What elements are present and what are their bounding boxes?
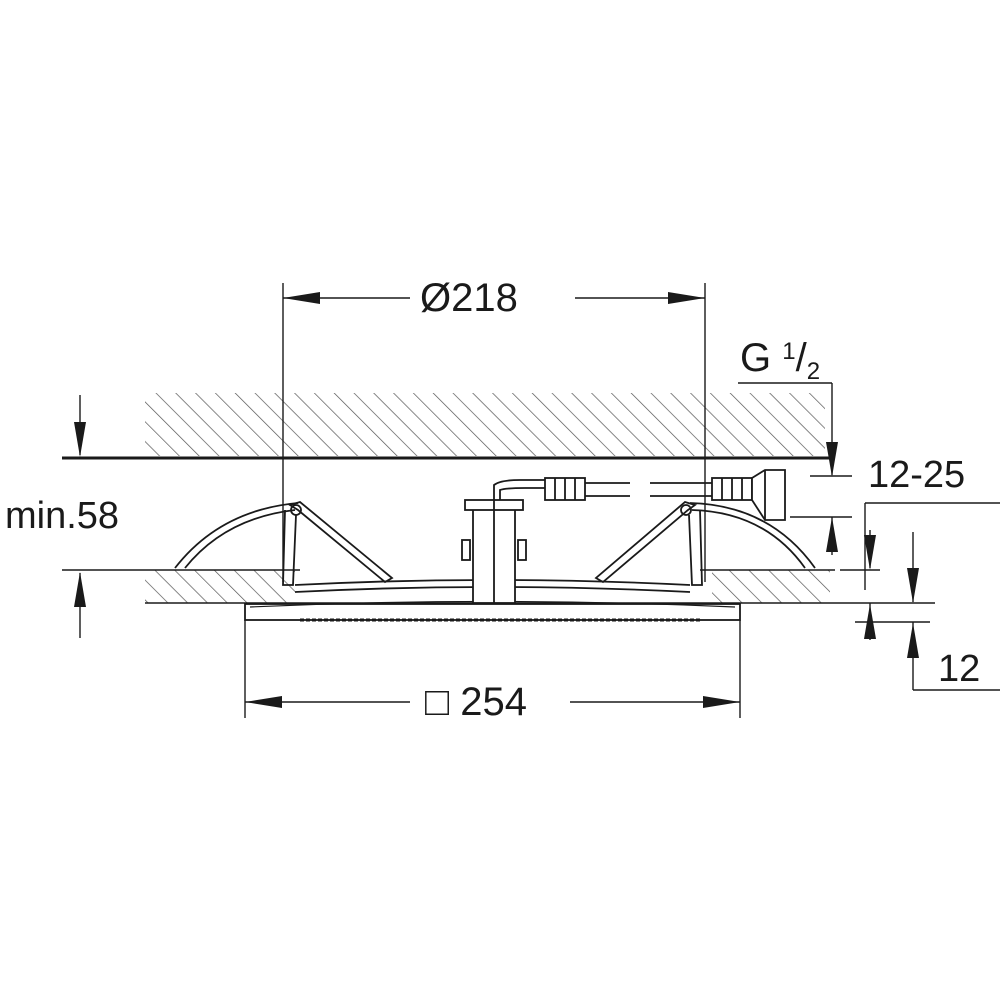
shower-plate	[244, 600, 741, 622]
dimension-min-cavity	[74, 395, 86, 638]
diameter-value: 218	[451, 276, 518, 320]
thread-label: G 1/2	[740, 338, 820, 384]
square-symbol: □	[425, 680, 450, 724]
thread-slash: /	[795, 336, 807, 380]
dimension-plate-thickness	[855, 532, 1000, 691]
ceiling-slab	[62, 393, 835, 460]
dimension-diameter	[282, 283, 706, 582]
ceiling-thickness-label: 12-25	[868, 454, 966, 496]
thread-denominator: 2	[806, 358, 821, 385]
dimension-plate	[244, 620, 741, 718]
plate-thickness-label: 12	[938, 648, 981, 690]
dimension-thread-leader	[738, 382, 852, 477]
thread-prefix: G	[740, 336, 772, 380]
plate-size-value: 254	[460, 680, 528, 724]
min-cavity-label: min.58	[5, 495, 120, 537]
plate-size-label: □ 254	[425, 682, 527, 722]
thread-numerator: 1	[782, 338, 796, 365]
diameter-symbol: Ø	[420, 276, 452, 320]
dimension-ceiling-thickness	[790, 502, 1000, 590]
central-hub	[461, 469, 786, 604]
diameter-label: Ø218	[420, 278, 518, 318]
ceiling-board	[62, 569, 935, 604]
mounting-dome	[174, 500, 816, 593]
